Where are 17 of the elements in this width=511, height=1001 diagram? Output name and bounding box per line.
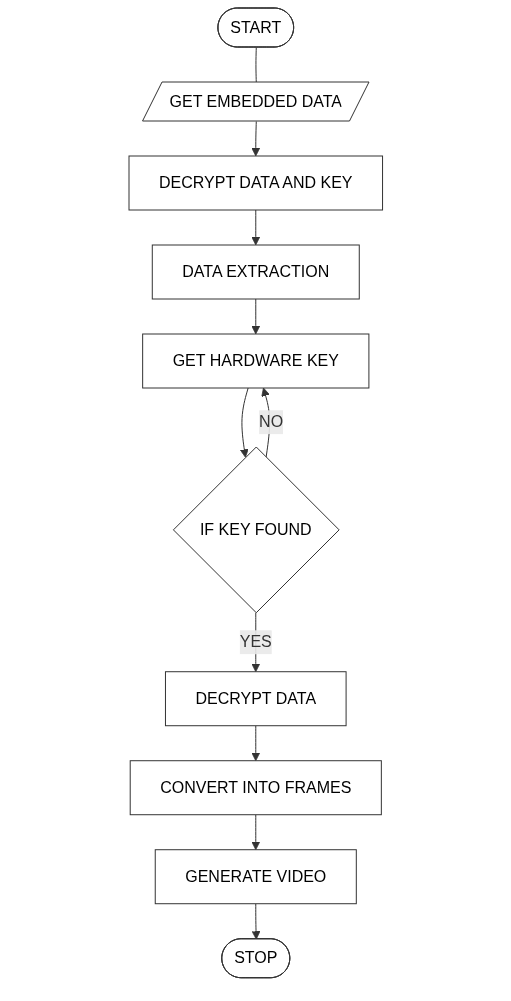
arrow xyxy=(251,903,261,940)
arrow xyxy=(251,298,260,335)
edge-label: NO xyxy=(258,413,283,431)
node-box: DATA EXTRACTION xyxy=(151,244,360,300)
node-box: DECRYPT DATA AND KEY xyxy=(128,155,383,211)
arrow xyxy=(239,387,249,458)
node-box: GENERATE VIDEO xyxy=(154,849,357,905)
node-box: GET HARDWARE KEY xyxy=(141,333,370,389)
arrow xyxy=(251,121,260,157)
arrow xyxy=(251,814,260,851)
node-box: DECRYPT DATA xyxy=(164,671,347,727)
node-diamond: IF KEY FOUND xyxy=(172,446,340,614)
arrow xyxy=(251,209,260,246)
arrow xyxy=(251,725,260,762)
connector xyxy=(255,47,257,83)
node-box: CONVERT INTO FRAMES xyxy=(129,760,382,816)
edge-label: YES xyxy=(239,633,272,651)
